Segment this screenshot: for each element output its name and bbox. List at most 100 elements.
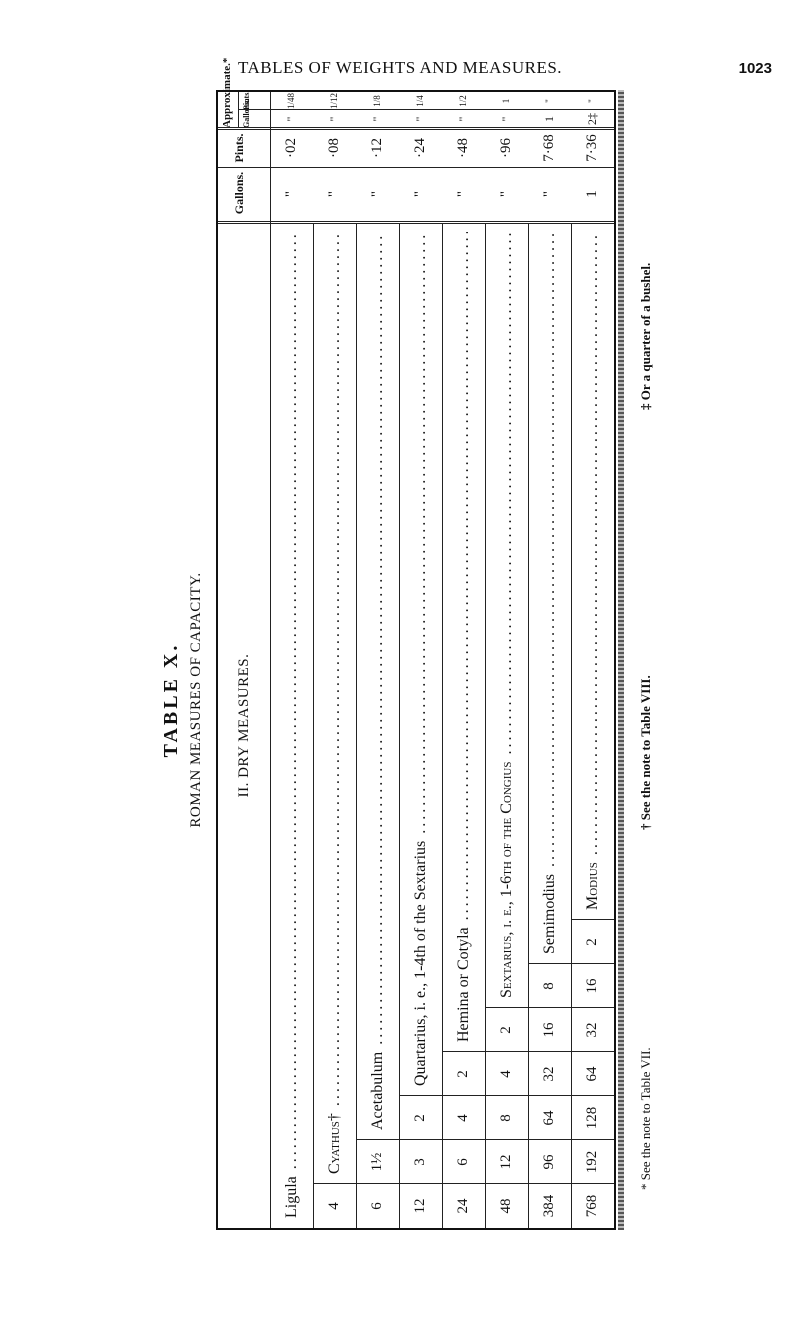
count-cell: 2: [498, 1026, 514, 1034]
pints-cell: ·96: [498, 138, 514, 158]
approx-pints-header: Pints.: [242, 90, 251, 110]
row-label: Ligula .................................…: [270, 232, 313, 1218]
row-label: Hemina or Cotyla .......................…: [442, 232, 485, 1042]
measure-name: Cyathus†: [326, 1113, 343, 1174]
pints-cell: 7·68: [541, 134, 557, 162]
count-cell: 6: [455, 1158, 471, 1166]
gallons-cell: ": [283, 190, 299, 198]
count-cell: 4: [498, 1070, 514, 1078]
measure-name: Acetabulum: [369, 1051, 386, 1130]
row-label: Acetabulum .............................…: [356, 232, 399, 1130]
count-cell: 8: [498, 1114, 514, 1122]
measure-name: Modius: [584, 862, 601, 910]
approx-gallons-cell: ": [499, 116, 513, 122]
gallons-cell: 1: [584, 190, 600, 198]
count-cell: 3: [412, 1158, 428, 1166]
gallons-cell: ": [326, 190, 342, 198]
measure-name: Sextarius, i. e., 1-6th of the Congius: [498, 761, 515, 998]
pints-cell: ·12: [369, 138, 385, 158]
count-cell: 2: [412, 1114, 428, 1122]
approx-gallons-cell: ": [370, 116, 384, 122]
count-cell: 2: [584, 938, 600, 946]
leader-dots: ........................................…: [326, 232, 343, 1114]
measure-name: Ligula: [283, 1176, 300, 1218]
count-cell: 12: [498, 1154, 514, 1170]
count-cell: 48: [498, 1198, 514, 1214]
measure-name: Quartarius, i. e., 1-4th of the Sextariu…: [412, 840, 429, 1086]
approximate-rule: [238, 92, 239, 128]
gallons-cell: ": [541, 190, 557, 198]
pints-cell: ·24: [412, 138, 428, 158]
gallons-cell: ": [455, 190, 471, 198]
table-caption: TABLE X.: [160, 642, 182, 758]
approx-gallons-cell: ": [284, 116, 298, 122]
count-cell: 128: [584, 1106, 600, 1130]
approx-pints-cell: 1/4: [415, 95, 425, 107]
row-label: Semimodius .............................…: [528, 232, 571, 954]
count-cell: 384: [541, 1194, 557, 1218]
row-label: Modius .................................…: [571, 232, 614, 910]
count-cell: 4: [326, 1202, 342, 1210]
count-cell: 32: [541, 1066, 557, 1082]
rotated-table-page: TABLE X. ROMAN MEASURES OF CAPACITY. II.…: [100, 0, 700, 1230]
row-label: Quartarius, i. e., 1-4th of the Sextariu…: [399, 232, 442, 1086]
leader-dots: ........................................…: [541, 232, 558, 874]
dry-measures-header: II. DRY MEASURES.: [236, 653, 252, 798]
running-title: TABLES OF WEIGHTS AND MEASURES.: [237, 58, 563, 77]
count-cell: 24: [455, 1198, 471, 1214]
count-cell: 768: [584, 1194, 600, 1218]
approx-pints-cell: ": [544, 99, 554, 103]
approx-gallons-cell: 2‡: [585, 113, 599, 125]
count-cell: 32: [584, 1022, 600, 1038]
approx-pints-cell: 1/12: [329, 93, 339, 110]
approx-gallons-cell: ": [456, 116, 470, 122]
measure-name: Semimodius: [541, 873, 558, 954]
leader-dots: ........................................…: [455, 232, 472, 927]
gallons-cell: ": [412, 190, 428, 198]
measure-name: Hemina or Cotyla: [455, 927, 472, 1042]
count-cell: 64: [541, 1110, 557, 1126]
count-cell: 16: [541, 1022, 557, 1038]
pints-cell: 7·36: [584, 134, 600, 162]
approx-pints-cell: 1/48: [286, 93, 296, 110]
leader-dots: ........................................…: [369, 232, 386, 1052]
value-divider: [218, 221, 614, 224]
count-cell: 192: [584, 1150, 600, 1174]
count-cell: 2: [455, 1070, 471, 1078]
footnote-dagger: † See the note to Table VIII.: [638, 675, 653, 830]
leader-dots: ........................................…: [498, 232, 515, 762]
leader-dots: ........................................…: [412, 232, 429, 841]
gallons-cell: ": [498, 190, 514, 198]
footnote-double-dagger: ‡ Or a quarter of a bushel.: [638, 262, 653, 410]
approx-gallons-cell: ": [327, 116, 341, 122]
count-cell: 6: [369, 1202, 385, 1210]
pints-cell: ·48: [455, 138, 471, 158]
approx-pints-cell: 1/8: [372, 95, 382, 107]
approx-pints-cell: ": [587, 99, 597, 103]
cell-divider: [571, 919, 614, 920]
count-cell: 16: [584, 978, 600, 994]
gallons-cell: ": [369, 190, 385, 198]
approximate-header: Approximate.*: [221, 57, 233, 128]
count-cell: 1½: [369, 1152, 385, 1172]
page-number: 1023: [738, 60, 772, 77]
pints-header: Pints.: [232, 133, 246, 163]
pints-cell: ·02: [283, 138, 299, 158]
approx-gallons-cell: ": [413, 116, 427, 122]
approx-gallons-header: Gallons.: [242, 99, 251, 128]
row-label: Sextarius, i. e., 1-6th of the Congius .…: [485, 232, 528, 998]
row-label: Cyathus† ...............................…: [313, 232, 356, 1174]
approx-pints-cell: 1/2: [458, 95, 468, 107]
count-cell: 8: [541, 982, 557, 990]
gallons-header: Gallons.: [232, 171, 246, 215]
count-cell: 12: [412, 1198, 428, 1214]
footnote-star: * See the note to Table VII.: [638, 1047, 653, 1190]
pints-cell: ·08: [326, 138, 342, 158]
count-cell: 4: [455, 1114, 471, 1122]
measures-table: II. DRY MEASURES. Gallons. Pints. Approx…: [216, 57, 616, 1230]
count-cell: 96: [541, 1154, 557, 1170]
approx-pints-cell: 1: [501, 98, 511, 104]
leader-dots: ........................................…: [283, 232, 300, 1177]
approx-gallons-cell: 1: [542, 116, 556, 122]
leader-dots: ........................................…: [584, 232, 601, 862]
